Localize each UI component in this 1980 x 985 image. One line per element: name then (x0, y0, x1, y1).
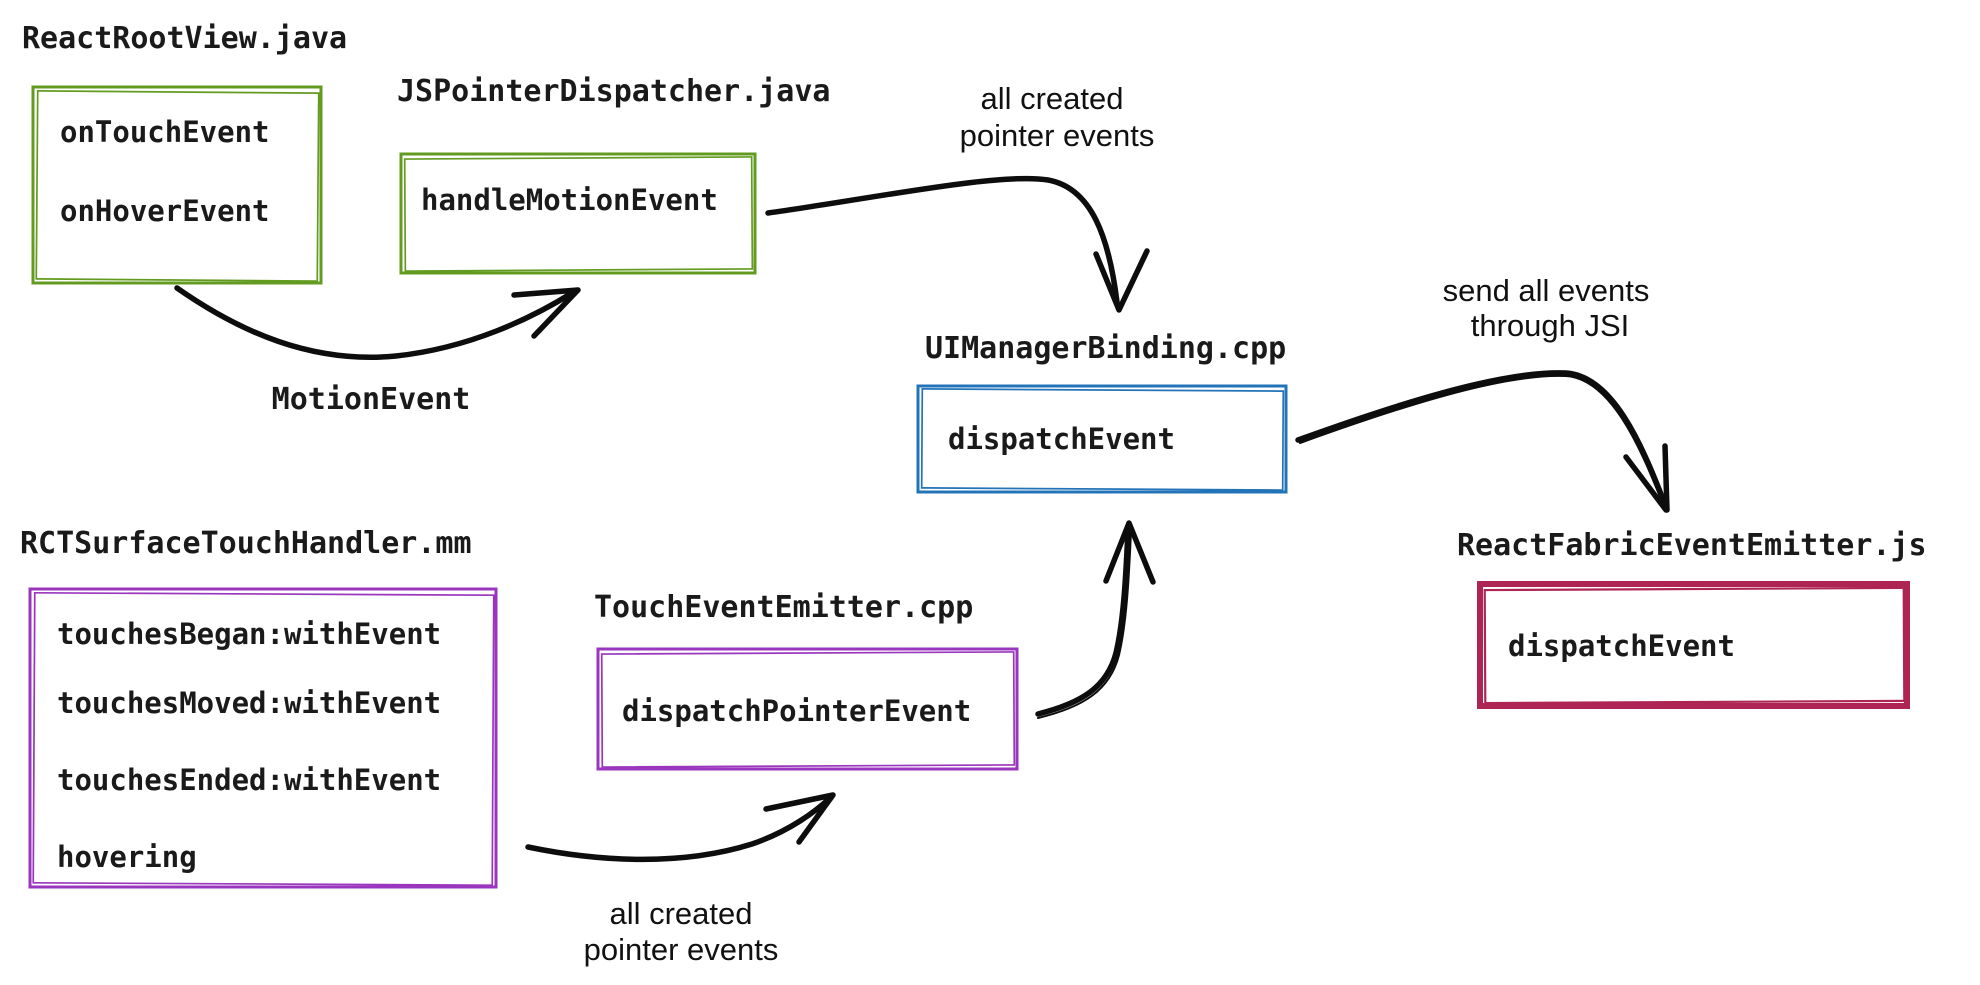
method-touchesBegan: touchesBegan:withEvent (57, 617, 441, 651)
node-box-rct-surface-touch-handler (28, 587, 498, 889)
edge-all-created-pointer-events-top: all created pointer events (765, 81, 1155, 313)
arrow-line-dispatch-to-binding-sketch (1037, 531, 1132, 719)
node-ui-manager-binding: UIManagerBinding.cpp dispatchEvent (916, 331, 1288, 494)
arrow-head-jsi (1623, 443, 1670, 513)
arrow-line-pointer-events-bottom (525, 795, 833, 863)
node-box-js-pointer-dispatcher (399, 152, 757, 275)
edge-label-pointer-events-bottom-line1: all created (609, 896, 752, 931)
arrow-line-motion-event (174, 285, 575, 360)
method-hovering: hovering (57, 840, 197, 874)
method-dispatchEvent-binding: dispatchEvent (948, 422, 1175, 456)
file-title-react-root-view: ReactRootView.java (22, 21, 347, 56)
node-rct-surface-touch-handler: RCTSurfaceTouchHandler.mm touchesBegan:w… (20, 526, 498, 889)
edge-label-pointer-events-top-line1: all created (980, 81, 1123, 116)
arrow-line-jsi (1295, 370, 1667, 505)
file-title-touch-event-emitter: TouchEventEmitter.cpp (594, 590, 973, 625)
file-title-react-fabric-event-emitter: ReactFabricEventEmitter.js (1457, 528, 1927, 563)
arrow-head-pointer-events-bottom (763, 792, 836, 845)
edge-label-jsi-line1: send all events (1443, 273, 1650, 308)
edge-label-motion-event: MotionEvent (272, 382, 471, 417)
file-title-rct-surface-touch-handler: RCTSurfaceTouchHandler.mm (20, 526, 472, 561)
method-onHoverEvent: onHoverEvent (60, 194, 270, 228)
edge-label-jsi-line2: through JSI (1471, 308, 1630, 343)
edge-motion-event: MotionEvent (174, 285, 581, 417)
method-onTouchEvent: onTouchEvent (60, 115, 270, 149)
node-box-react-fabric-event-emitter (1477, 581, 1910, 709)
method-dispatchEvent-emitter: dispatchEvent (1508, 629, 1735, 663)
arrow-line-jsi-sketch (1299, 374, 1663, 503)
node-box-react-root-view (31, 85, 323, 285)
arrow-line-pointer-events-top (765, 175, 1120, 305)
edge-all-created-pointer-events-bottom: all created pointer events (525, 792, 836, 967)
edge-label-pointer-events-top-line2: pointer events (960, 118, 1155, 153)
node-js-pointer-dispatcher: JSPointerDispatcher.java handleMotionEve… (397, 74, 830, 275)
method-handleMotionEvent: handleMotionEvent (421, 183, 718, 217)
node-react-root-view: ReactRootView.java onTouchEvent onHoverE… (22, 21, 347, 285)
file-title-ui-manager-binding: UIManagerBinding.cpp (925, 331, 1286, 366)
node-react-fabric-event-emitter: ReactFabricEventEmitter.js dispatchEvent (1457, 528, 1927, 709)
file-title-js-pointer-dispatcher: JSPointerDispatcher.java (397, 74, 830, 109)
method-touchesMoved: touchesMoved:withEvent (57, 686, 441, 720)
edge-label-pointer-events-bottom-line2: pointer events (584, 932, 779, 967)
node-box-touch-event-emitter (596, 647, 1019, 771)
arrow-head-motion-event (511, 287, 581, 339)
arrow-head-pointer-events-top (1093, 248, 1150, 313)
edge-send-all-events-through-jsi: send all events through JSI (1295, 273, 1670, 513)
method-dispatchPointerEvent: dispatchPointerEvent (622, 694, 971, 728)
method-touchesEnded: touchesEnded:withEvent (57, 763, 441, 797)
node-box-ui-manager-binding (916, 384, 1288, 494)
node-touch-event-emitter: TouchEventEmitter.cpp dispatchPointerEve… (594, 590, 1019, 771)
arrow-head-dispatch-to-binding (1103, 520, 1156, 585)
edge-dispatch-to-binding (1035, 520, 1156, 719)
arrow-line-dispatch-to-binding (1035, 527, 1131, 717)
